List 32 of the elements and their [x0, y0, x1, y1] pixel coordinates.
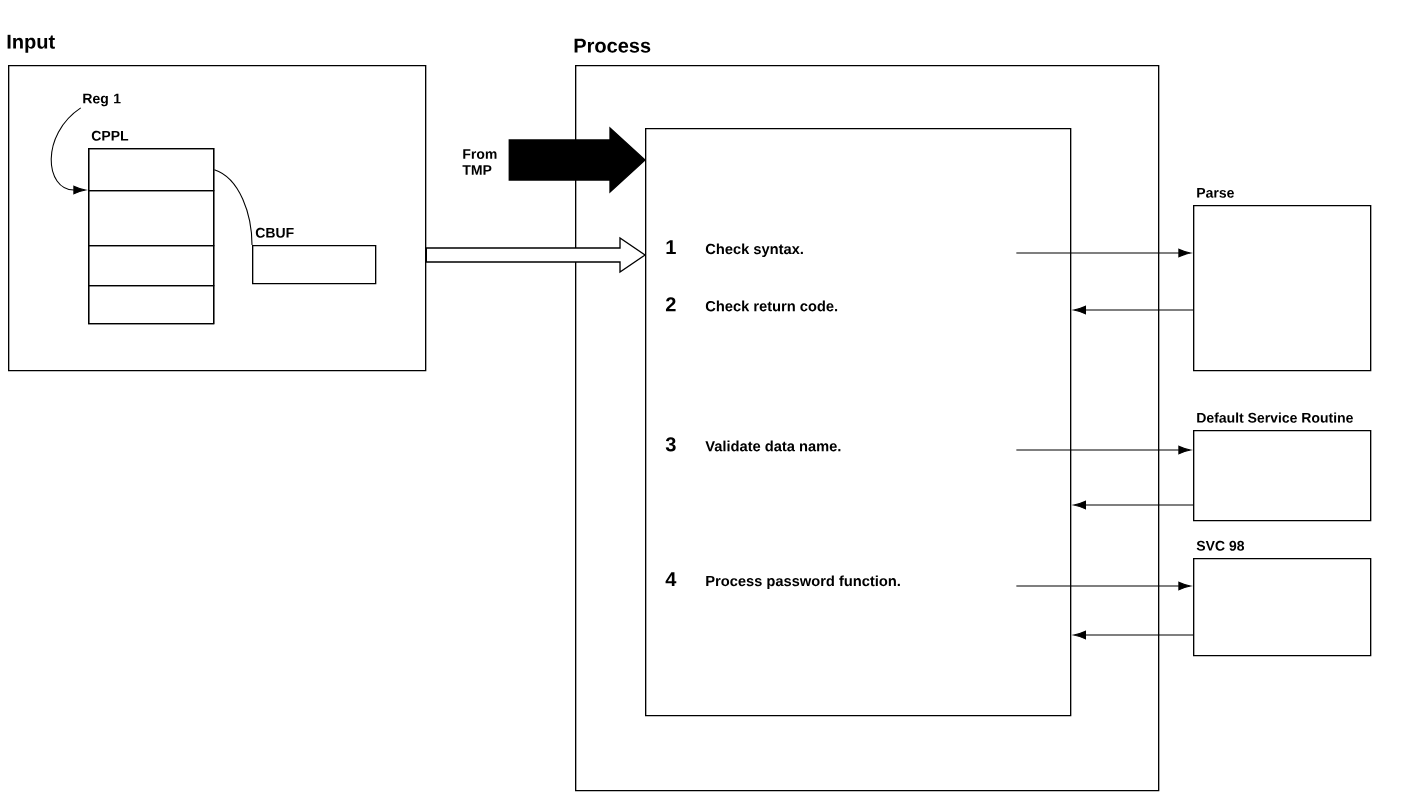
node-label: Process — [574, 38, 651, 53]
routine-box: Parse — [1193, 187, 1372, 372]
step-text: 4 Process password function. — [665, 572, 900, 590]
buffer-box: CBUF — [252, 227, 377, 285]
node-label: Input — [7, 34, 55, 53]
arrow — [1015, 248, 1191, 258]
arrow — [1015, 445, 1191, 455]
node-label: SVC 98 — [1196, 540, 1245, 551]
step-text: 1 Check syntax. — [666, 240, 803, 258]
node-label: CBUF — [255, 227, 294, 238]
curved-line — [213, 169, 253, 246]
register-label: Reg 1 — [83, 93, 121, 107]
process-box — [645, 128, 1072, 717]
arrow — [1015, 581, 1191, 591]
arrow — [1073, 500, 1194, 510]
node-label: Default Service Routine — [1197, 412, 1353, 423]
step-text: 3 Validate data name. — [665, 437, 841, 452]
table-row — [88, 190, 215, 247]
table-row — [88, 245, 215, 287]
source-label: From TMP — [462, 149, 497, 175]
arrow — [1073, 305, 1194, 315]
node-label: Parse — [1197, 187, 1234, 198]
curved-arrow — [50, 107, 86, 195]
table-row — [88, 148, 215, 192]
step-text: 2 Check return code. — [665, 297, 838, 312]
arrow — [1073, 630, 1194, 640]
routine-box: Default Service Routine — [1193, 412, 1372, 522]
node-label: CPPL — [91, 130, 129, 141]
table-row — [88, 285, 215, 325]
block-arrow — [425, 236, 647, 274]
routine-box: SVC 98 — [1193, 540, 1372, 657]
block-arrow — [508, 126, 646, 194]
